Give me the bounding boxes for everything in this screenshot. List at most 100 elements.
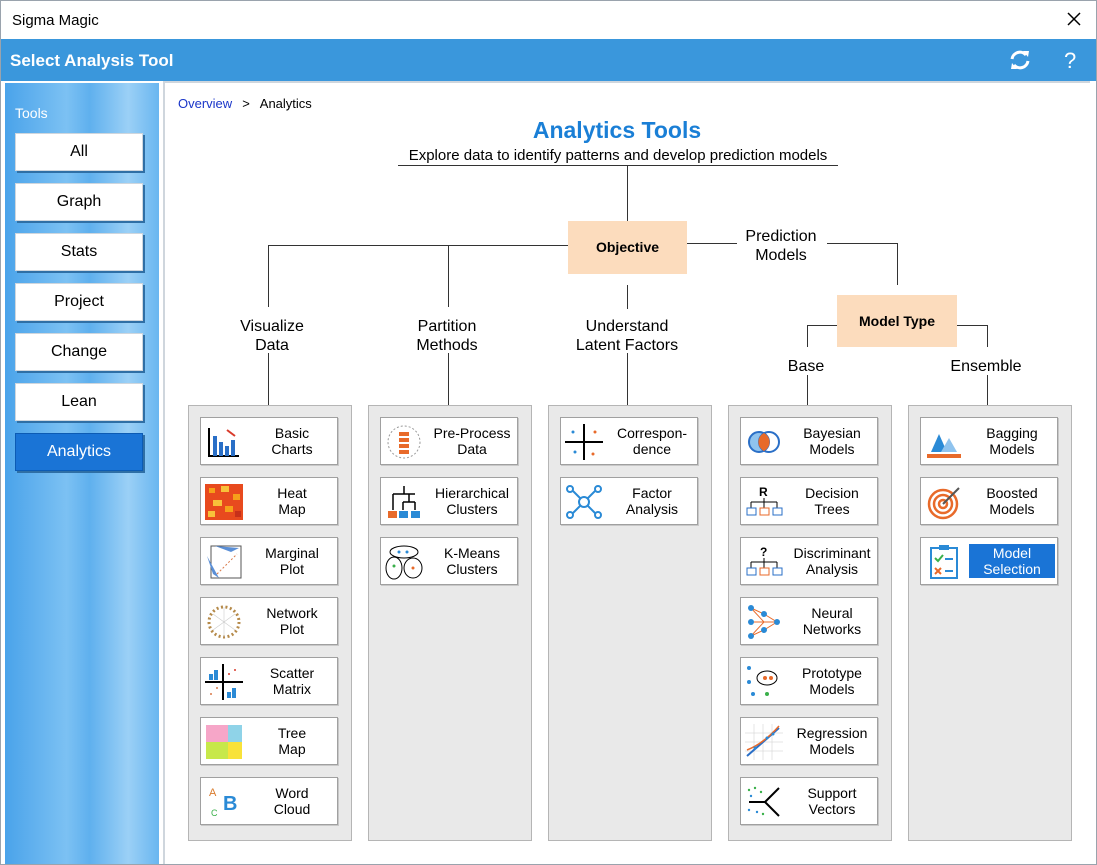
tool-label-line1: K-Means xyxy=(443,545,501,561)
window-title: Sigma Magic xyxy=(12,12,99,29)
icon-glyph: ? xyxy=(760,545,767,559)
breadcrumb-separator: > xyxy=(242,96,250,111)
tool-label-line2: Map xyxy=(278,501,306,517)
sidebar-item-project[interactable]: Project xyxy=(15,283,143,321)
tool-label-line2: Clusters xyxy=(446,561,498,577)
connector xyxy=(627,353,628,405)
breadcrumb-current: Analytics xyxy=(259,96,312,111)
tool-label-line2: Plot xyxy=(279,561,305,577)
sidebar-item-analytics[interactable]: Analytics xyxy=(15,433,143,471)
sidebar: Tools All Graph Stats Project Change Lea… xyxy=(5,83,159,864)
model-selection-icon xyxy=(930,545,958,579)
tool-label-line2: dence xyxy=(632,441,672,457)
refresh-icon[interactable] xyxy=(1007,47,1033,73)
word-cloud-letter: C xyxy=(211,808,218,818)
category-line1: Partition xyxy=(417,318,477,335)
connector xyxy=(987,325,988,347)
tool-label-line2: Selection xyxy=(983,561,1041,577)
sidebar-item-lean[interactable]: Lean xyxy=(15,383,143,421)
page-subtitle: Explore data to identify patterns and de… xyxy=(408,147,828,164)
tool-label-line1: Pre-Process xyxy=(433,425,511,441)
sidebar-item-all[interactable]: All xyxy=(15,133,143,171)
hierarchical-clusters-icon xyxy=(388,486,420,518)
tool-label-line1: Prototype xyxy=(802,665,862,681)
tool-correspondence[interactable]: Correspon-dence xyxy=(560,417,698,465)
neural-networks-icon xyxy=(748,605,780,639)
tool-label-line1: Scatter xyxy=(269,665,315,681)
svg-text:?: ? xyxy=(1064,48,1076,73)
heat-map-icon xyxy=(205,484,243,520)
category-line1: Understand xyxy=(585,318,669,335)
category-line2: Data xyxy=(255,337,289,354)
ensemble-panel xyxy=(908,405,1072,841)
connector xyxy=(987,375,988,405)
tool-label-line2: Plot xyxy=(279,621,305,637)
tool-label-line2: Networks xyxy=(802,621,862,637)
sidebar-item-change[interactable]: Change xyxy=(15,333,143,371)
partition-panel xyxy=(368,405,532,841)
category-line2: Latent Factors xyxy=(575,337,679,354)
sidebar-item-graph[interactable]: Graph xyxy=(15,183,143,221)
tool-label-line1: Bayesian xyxy=(803,425,861,441)
factor-analysis-icon xyxy=(566,485,602,519)
k-means-icon xyxy=(385,545,423,580)
connector xyxy=(627,166,628,221)
objective-box: Objective xyxy=(568,221,687,274)
regression-icon xyxy=(745,724,783,760)
help-icon[interactable]: ? xyxy=(1057,47,1083,73)
tool-label-line2: Analysis xyxy=(805,561,859,577)
sidebar-item-stats[interactable]: Stats xyxy=(15,233,143,271)
connector xyxy=(897,243,898,285)
category-line2: Methods xyxy=(416,337,478,354)
tool-label-line1: Boosted xyxy=(986,485,1038,501)
tool-label-line2: Models xyxy=(809,441,855,457)
latent-factors-label: Understand Latent Factors xyxy=(557,317,697,355)
tool-label-line1: Network xyxy=(266,605,318,621)
visualize-data-label: Visualize Data xyxy=(208,317,336,355)
pre-process-icon xyxy=(387,425,421,459)
icon-glyph: R xyxy=(759,485,768,499)
header-title: Select Analysis Tool xyxy=(10,51,174,70)
connector xyxy=(807,325,808,347)
discriminant-icon: ? xyxy=(746,545,783,576)
connector xyxy=(448,353,449,405)
tool-label-line2: Trees xyxy=(814,501,850,517)
connector xyxy=(827,243,898,244)
tool-label-line1: Factor xyxy=(632,485,672,501)
bagging-icon xyxy=(927,434,961,458)
word-cloud-letter: A xyxy=(209,787,217,799)
tool-label-line2: Matrix xyxy=(272,681,312,697)
breadcrumb-overview-link[interactable]: Overview xyxy=(178,96,233,111)
close-icon[interactable] xyxy=(1064,9,1084,29)
word-cloud-icon: A B C xyxy=(209,787,237,818)
tool-label-line1: Discriminant xyxy=(793,545,871,561)
